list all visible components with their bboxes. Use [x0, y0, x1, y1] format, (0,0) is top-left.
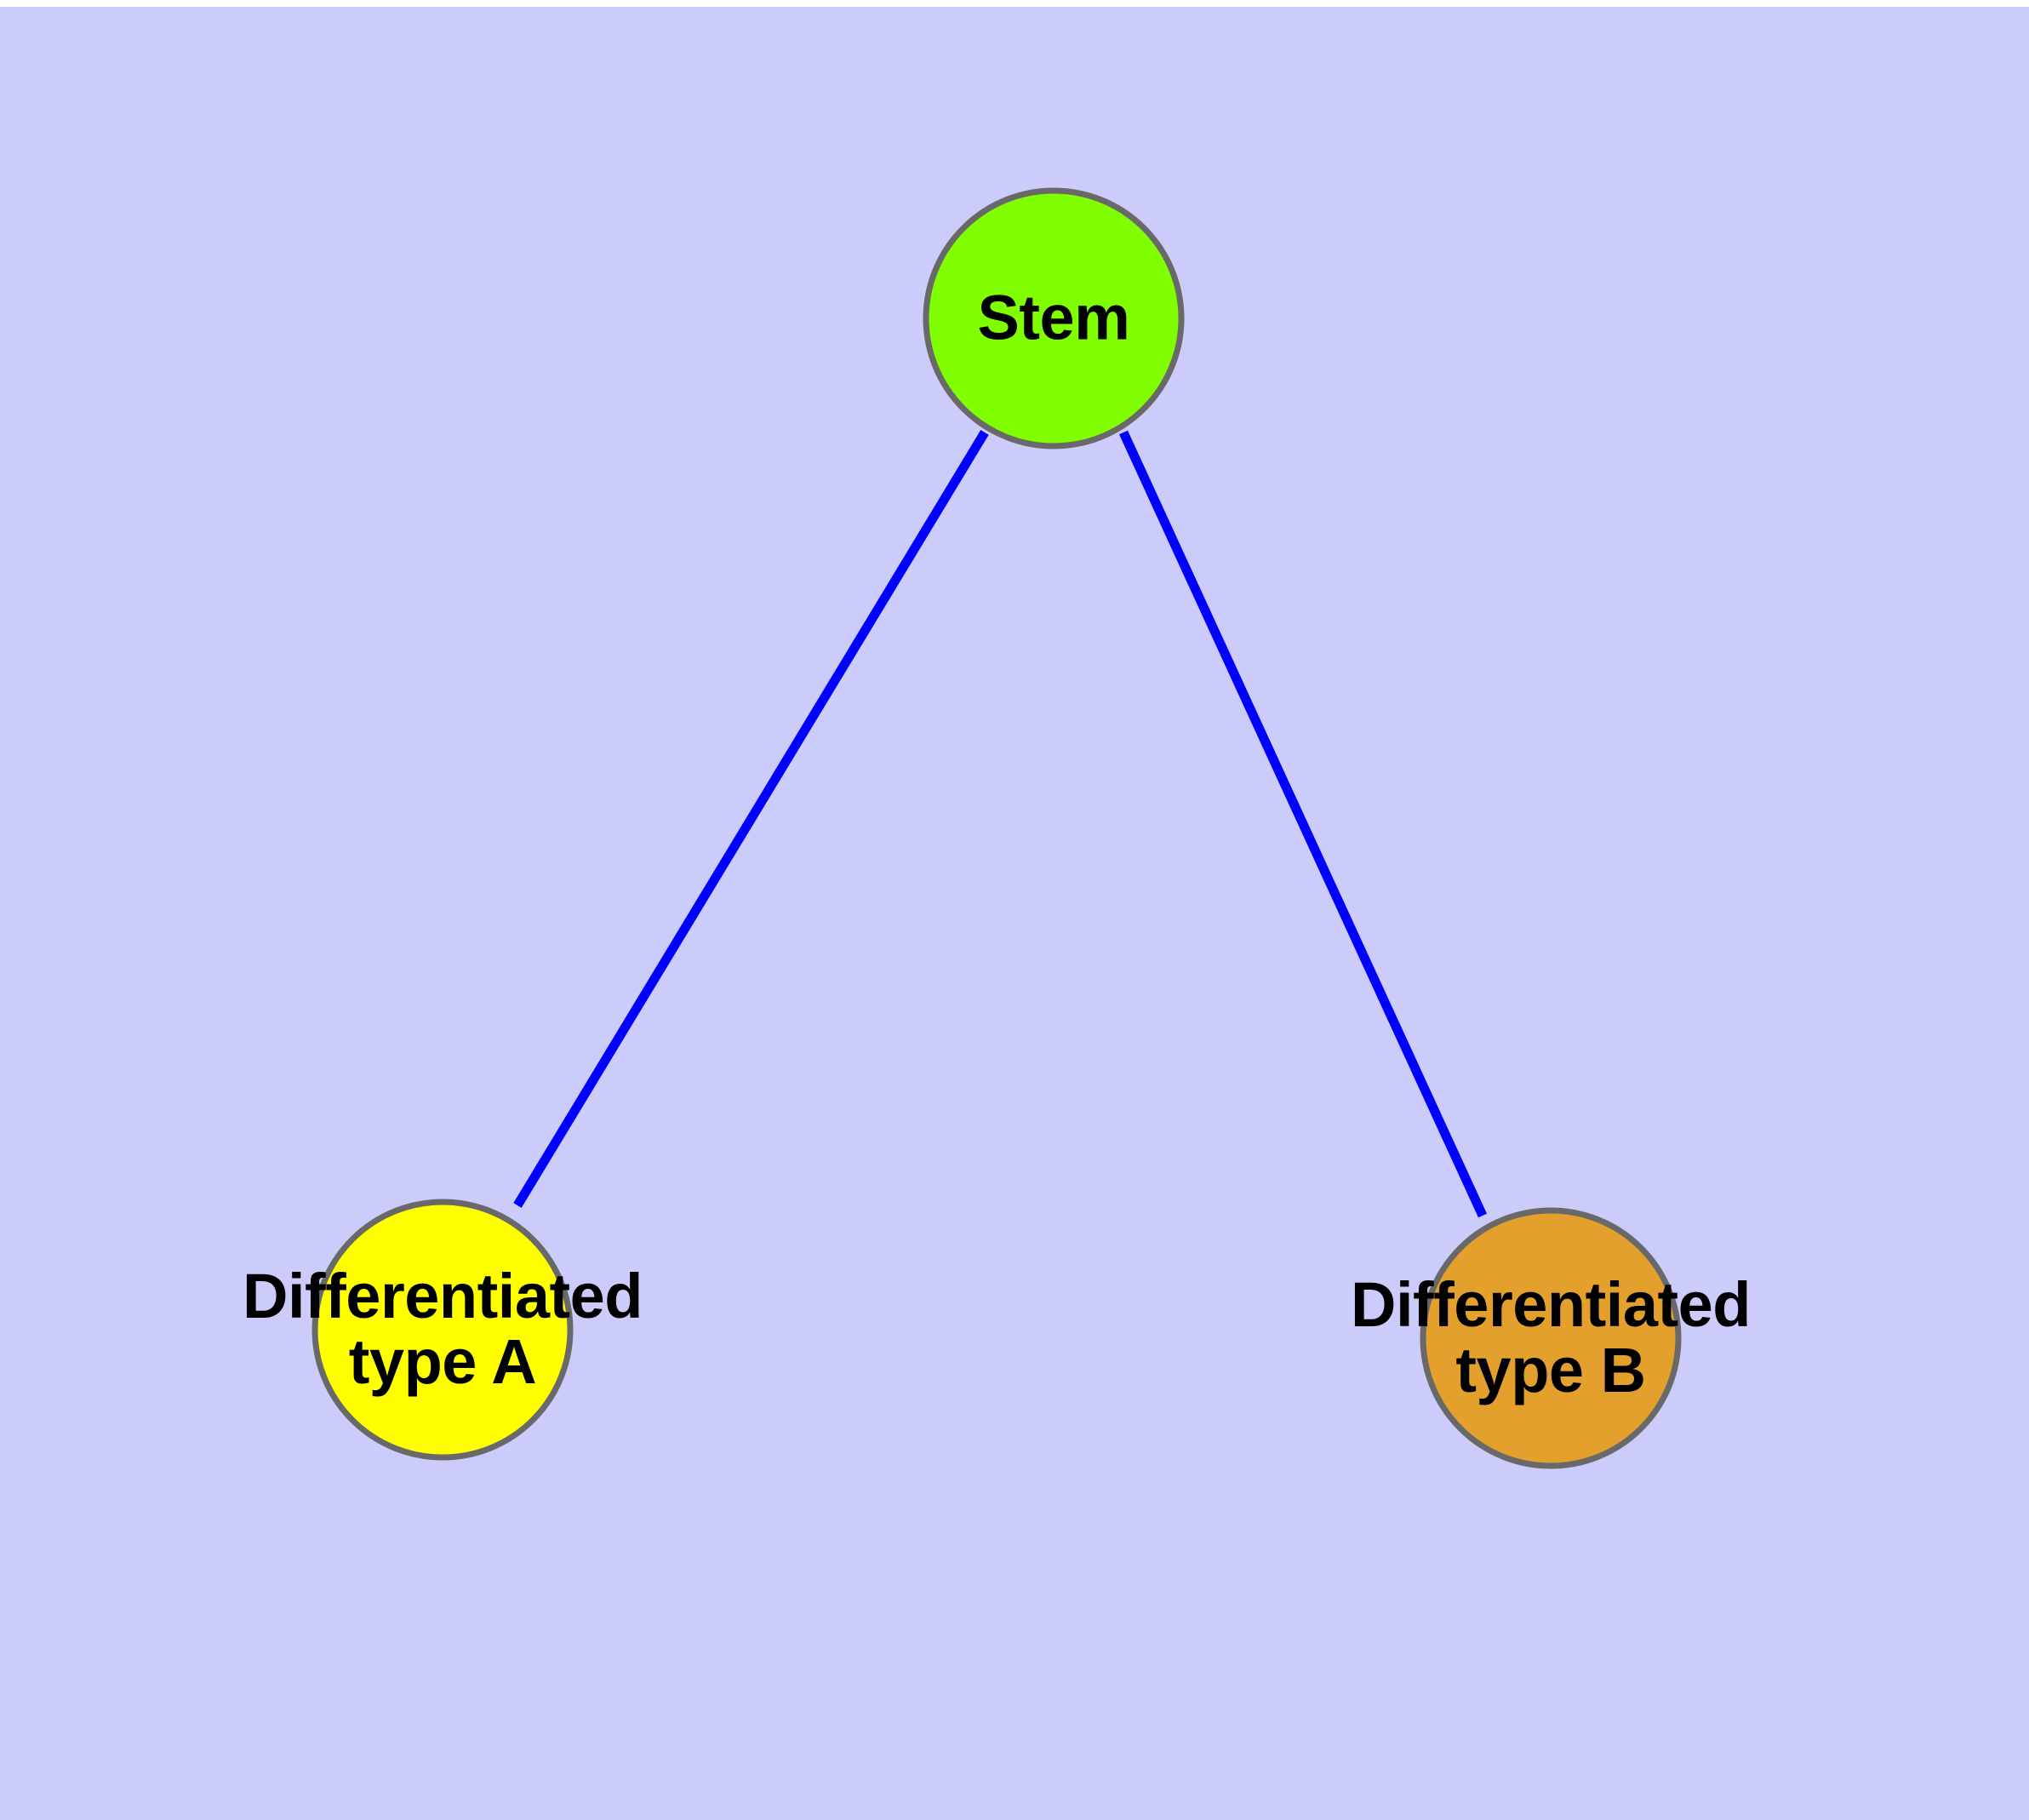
node-layer: [311, 187, 1682, 1469]
node-circle-differentiated-type-b[interactable]: [1420, 1207, 1682, 1469]
network-graph-svg: [311, 187, 1682, 1469]
edge-stem-to-differentiated-a: [513, 430, 989, 1208]
node-circle-differentiated-type-a[interactable]: [311, 1199, 574, 1461]
edge-layer: [513, 430, 1487, 1218]
node-circle-stem[interactable]: [923, 187, 1185, 449]
graph-plot-area: Stem Differentiated type A Differentiate…: [0, 7, 2029, 1820]
edge-stem-to-differentiated-b: [1119, 430, 1487, 1218]
